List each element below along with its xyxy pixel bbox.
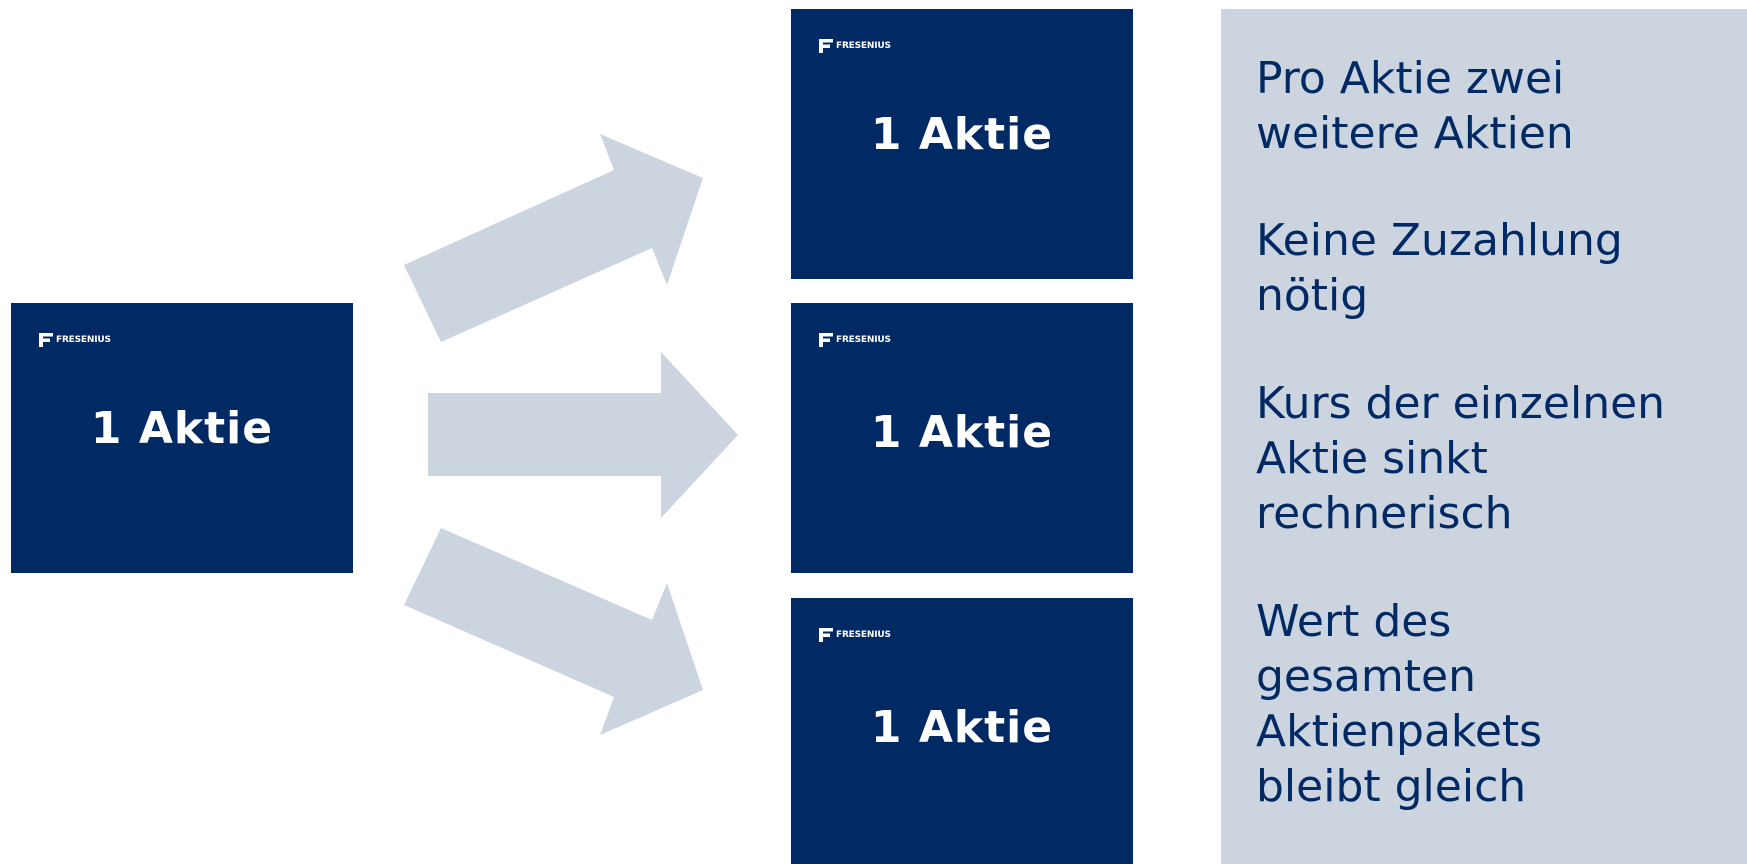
- info-point-3: Kurs der einzelnen Aktie sinkt rechneris…: [1256, 378, 1666, 539]
- result-share-card-2: FRESENIUS 1 Aktie: [791, 303, 1133, 573]
- logo-wordmark: FRESENIUS: [836, 40, 891, 51]
- arrow-up-right: [404, 134, 703, 342]
- fresenius-f-icon: [819, 39, 833, 53]
- card-label: 1 Aktie: [870, 407, 1054, 458]
- fresenius-f-icon: [819, 628, 833, 642]
- card-label: 1 Aktie: [870, 702, 1054, 753]
- info-point-2: Keine Zuzahlung nötig: [1256, 215, 1623, 321]
- card-label: 1 Aktie: [90, 403, 274, 454]
- source-share-card: FRESENIUS 1 Aktie: [11, 303, 353, 573]
- fresenius-logo: FRESENIUS: [39, 332, 111, 348]
- logo-wordmark: FRESENIUS: [836, 334, 891, 345]
- card-label: 1 Aktie: [870, 109, 1054, 160]
- arrow-down-right: [404, 528, 703, 735]
- fresenius-logo: FRESENIUS: [819, 38, 891, 54]
- arrow-right: [428, 352, 738, 518]
- info-point-4: Wert des gesamten Aktienpakets bleibt gl…: [1256, 596, 1543, 812]
- fresenius-logo: FRESENIUS: [819, 627, 891, 643]
- logo-wordmark: FRESENIUS: [56, 334, 111, 345]
- fresenius-f-icon: [39, 333, 53, 347]
- result-share-card-1: FRESENIUS 1 Aktie: [791, 9, 1133, 279]
- fresenius-f-icon: [819, 333, 833, 347]
- info-point-1: Pro Aktie zwei weitere Aktien: [1256, 53, 1574, 159]
- logo-wordmark: FRESENIUS: [836, 629, 891, 640]
- fresenius-logo: FRESENIUS: [819, 332, 891, 348]
- info-panel: Pro Aktie zwei weitere Aktien Keine Zuza…: [1221, 9, 1747, 864]
- result-share-card-3: FRESENIUS 1 Aktie: [791, 598, 1133, 864]
